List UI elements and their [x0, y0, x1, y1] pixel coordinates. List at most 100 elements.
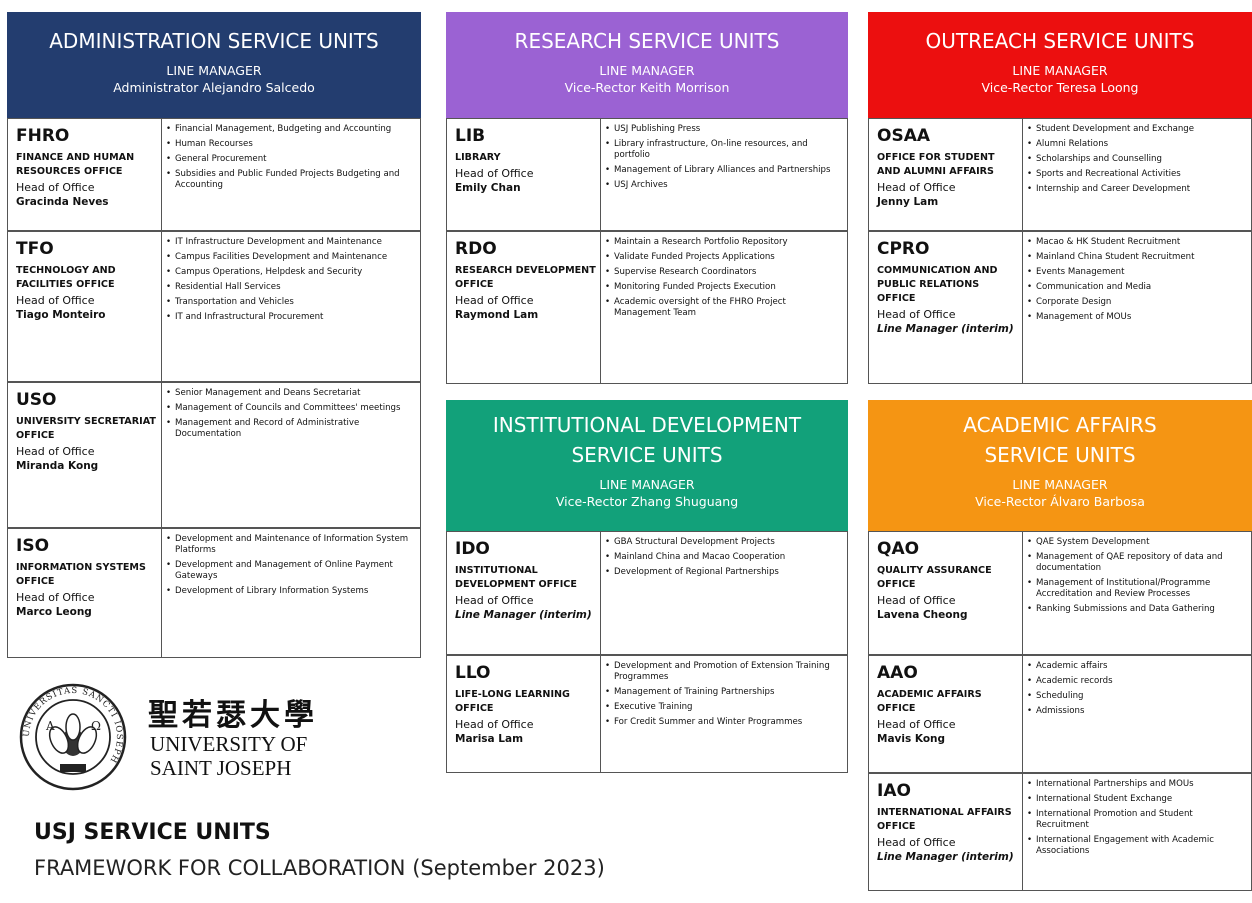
unit-responsibilities: Development and Maintenance of Informati… — [162, 529, 420, 657]
responsibility-item: IT Infrastructure Development and Mainte… — [166, 237, 416, 248]
head-of-office-name: Lavena Cheong — [877, 609, 968, 621]
unit-responsibilities: Maintain a Research Portfolio Repository… — [601, 232, 847, 383]
responsibility-item: Management and Record of Administrative … — [166, 418, 416, 440]
responsibility-item: Corporate Design — [1027, 297, 1247, 308]
responsibility-item: Communication and Media — [1027, 282, 1247, 293]
group-title: INSTITUTIONAL DEVELOPMENT SERVICE UNITS — [492, 413, 802, 467]
responsibility-item: Residential Hall Services — [166, 282, 416, 293]
head-of-office-name: Mavis Kong — [877, 733, 946, 745]
unit-abbreviation: CPRO — [877, 239, 930, 259]
logo-english-line2: SAINT JOSEPH — [150, 756, 292, 780]
head-of-office-name: Marisa Lam — [455, 733, 524, 745]
head-of-office-name: Jenny Lam — [877, 196, 939, 208]
responsibility-item: Management of Training Partnerships — [605, 687, 843, 698]
head-of-office-name: Tiago Monteiro — [16, 309, 106, 321]
line-manager-name: Vice-Rector Keith Morrison — [564, 80, 730, 95]
responsibility-item: Macao & HK Student Recruitment — [1027, 237, 1247, 248]
head-of-office-name: Emily Chan — [455, 182, 521, 194]
responsibility-item: Development and Maintenance of Informati… — [166, 534, 416, 556]
line-manager-label: LINE MANAGER — [166, 63, 262, 78]
responsibility-item: Internship and Career Development — [1027, 184, 1247, 195]
responsibility-item: Mainland China Student Recruitment — [1027, 252, 1247, 263]
unit-responsibilities: USJ Publishing PressLibrary infrastructu… — [601, 119, 847, 230]
responsibility-list: Macao & HK Student RecruitmentMainland C… — [1027, 237, 1247, 323]
head-of-office-name: Line Manager (interim) — [877, 851, 1014, 863]
head-of-office-label: Head of Office — [455, 294, 534, 307]
group-title: ADMINISTRATION SERVICE UNITS — [49, 29, 379, 53]
group-title: ACADEMIC AFFAIRS SERVICE UNITS — [963, 413, 1157, 467]
unit-full-name: OFFICE FOR STUDENT AND ALUMNI AFFAIRS — [877, 152, 995, 177]
admin-column: ADMINISTRATION SERVICE UNITS LINE MANAGE… — [7, 12, 421, 118]
line-manager-name: Vice-Rector Teresa Loong — [981, 80, 1139, 95]
responsibility-item: Development and Promotion of Extension T… — [605, 661, 843, 683]
responsibility-list: Student Development and ExchangeAlumni R… — [1027, 124, 1247, 195]
responsibility-item: Supervise Research Coordinators — [605, 267, 843, 278]
responsibility-item: Maintain a Research Portfolio Repository — [605, 237, 843, 248]
responsibility-item: Development and Management of Online Pay… — [166, 560, 416, 582]
academic-header: ACADEMIC AFFAIRS SERVICE UNITS LINE MANA… — [868, 400, 1252, 531]
responsibility-item: Campus Operations, Helpdesk and Security — [166, 267, 416, 278]
research-header: RESEARCH SERVICE UNITS LINE MANAGER Vice… — [446, 12, 848, 118]
responsibility-list: IT Infrastructure Development and Mainte… — [166, 237, 416, 323]
head-of-office-name: Line Manager (interim) — [455, 609, 592, 621]
unit-full-name: QUALITY ASSURANCE OFFICE — [877, 565, 992, 590]
university-seal: UNIVERSITAS SANCTI IOSEPH A Ω — [19, 683, 127, 791]
unit-abbreviation: QAO — [877, 539, 920, 559]
unit-abbreviation: FHRO — [16, 126, 70, 146]
head-of-office-label: Head of Office — [16, 294, 95, 307]
responsibility-item: Monitoring Funded Projects Execution — [605, 282, 843, 293]
head-of-office-name: Miranda Kong — [16, 460, 99, 472]
responsibility-item: Management of MOUs — [1027, 312, 1247, 323]
group-title: RESEARCH SERVICE UNITS — [514, 29, 780, 53]
logo-english-line1: UNIVERSITY OF — [150, 732, 308, 756]
research-column: RESEARCH SERVICE UNITS LINE MANAGER Vice… — [446, 12, 848, 118]
line-manager-name: Administrator Alejandro Salcedo — [113, 80, 315, 95]
responsibility-item: Executive Training — [605, 702, 843, 713]
responsibility-item: Sports and Recreational Activities — [1027, 169, 1247, 180]
footer-title: USJ SERVICE UNITS — [34, 820, 271, 845]
responsibility-item: USJ Archives — [605, 180, 843, 191]
unit-abbreviation: IDO — [455, 539, 490, 559]
unit-responsibilities: QAE System DevelopmentManagement of QAE … — [1023, 532, 1251, 654]
line-manager-name: Vice-Rector Álvaro Barbosa — [975, 494, 1145, 509]
unit-full-name: INTERNATIONAL AFFAIRS OFFICE — [877, 807, 1012, 832]
responsibility-item: Development of Library Information Syste… — [166, 586, 416, 597]
responsibility-item: Financial Management, Budgeting and Acco… — [166, 124, 416, 135]
unit-full-name: UNIVERSITY SECRETARIAT OFFICE — [16, 416, 156, 441]
unit-responsibilities: Academic affairsAcademic recordsScheduli… — [1023, 656, 1251, 772]
responsibility-item: International Promotion and Student Recr… — [1027, 809, 1247, 831]
responsibility-item: Human Recourses — [166, 139, 416, 150]
unit-abbreviation: IAO — [877, 781, 911, 801]
head-of-office-label: Head of Office — [877, 308, 956, 321]
head-of-office-label: Head of Office — [455, 594, 534, 607]
outreach-column: OUTREACH SERVICE UNITS LINE MANAGER Vice… — [868, 12, 1252, 118]
head-of-office-label: Head of Office — [877, 181, 956, 194]
unit-abbreviation: AAO — [877, 663, 918, 683]
unit-responsibilities: GBA Structural Development ProjectsMainl… — [601, 532, 847, 654]
unit-responsibilities: International Partnerships and MOUsInter… — [1023, 774, 1251, 890]
responsibility-item: International Student Exchange — [1027, 794, 1247, 805]
responsibility-item: Scheduling — [1027, 691, 1247, 702]
responsibility-item: Library infrastructure, On-line resource… — [605, 139, 843, 161]
responsibility-list: Senior Management and Deans SecretariatM… — [166, 388, 416, 440]
unit-abbreviation: LLO — [455, 663, 491, 683]
head-of-office-label: Head of Office — [16, 445, 95, 458]
logo-chinese: 聖若瑟大學 — [148, 698, 318, 733]
responsibility-list: QAE System DevelopmentManagement of QAE … — [1027, 537, 1247, 615]
